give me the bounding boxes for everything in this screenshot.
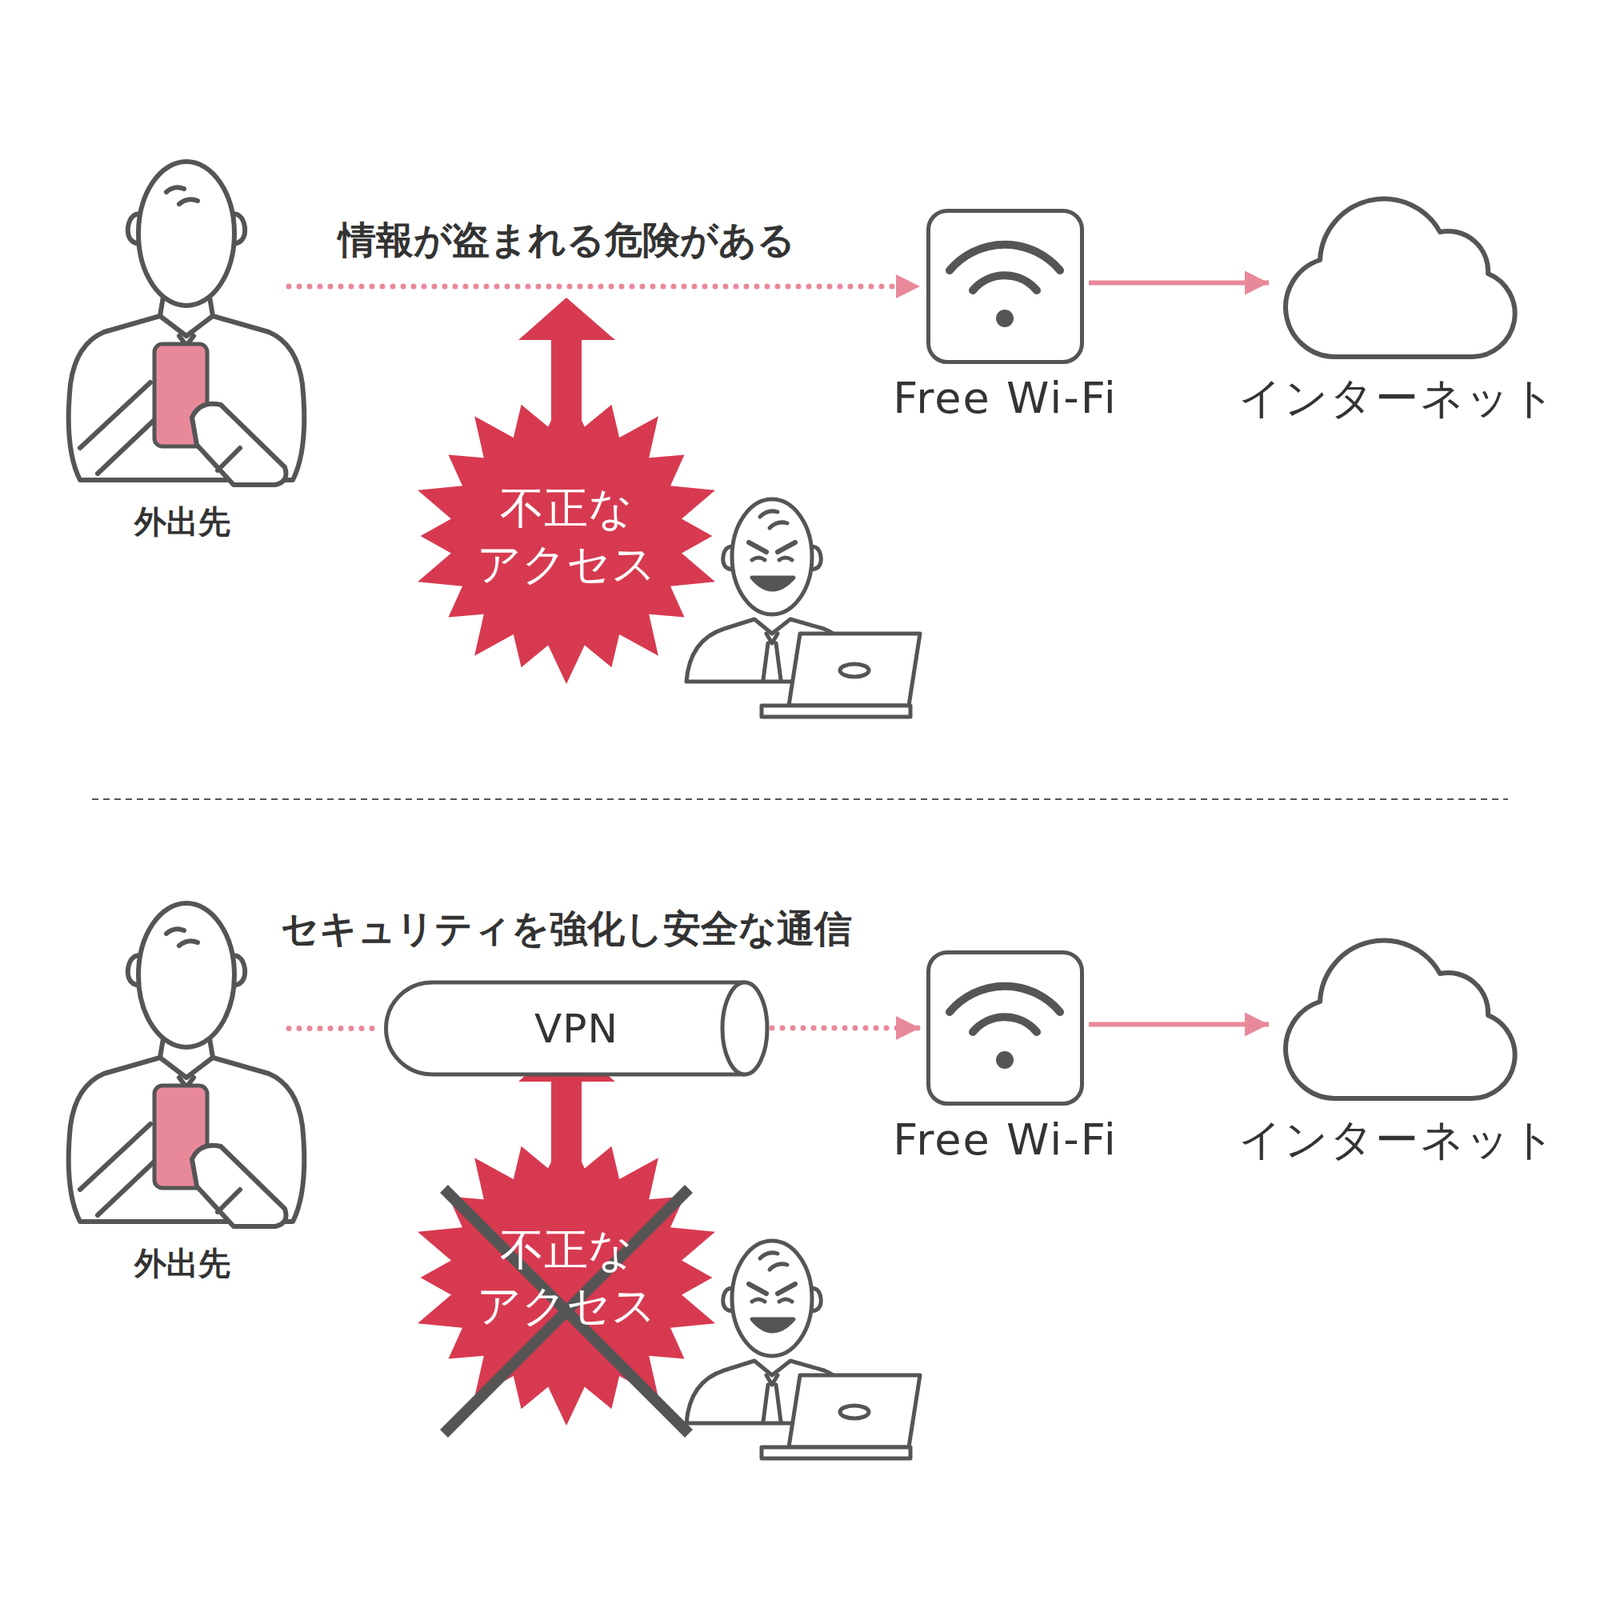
connector — [1088, 280, 1269, 286]
wifi-box: Free Wi-Fi — [926, 950, 1084, 1106]
edge-label: 情報が盗まれる危険がある — [333, 215, 800, 266]
node-text: 不正な アクセス — [454, 1221, 679, 1334]
connector — [288, 1025, 380, 1032]
cloud-shape — [1285, 940, 1516, 1099]
connector — [1088, 1022, 1269, 1028]
cloud-node: インターネット — [1275, 208, 1520, 357]
node-text: 外出先 — [134, 500, 231, 544]
section-heading: セキュリティを強化し安全な通信 — [276, 904, 857, 955]
connector — [288, 284, 920, 290]
lower-section — [68, 903, 1516, 1459]
person-figure — [68, 903, 305, 1227]
node-text: 不正な アクセス — [454, 480, 679, 592]
cross-mark — [444, 1188, 689, 1434]
node-text: インターネット — [1238, 369, 1557, 428]
cloud-shape — [1285, 199, 1516, 357]
person-figure — [68, 161, 305, 485]
node-text: Free Wi-Fi — [892, 372, 1118, 424]
node-text: Free Wi-Fi — [892, 1114, 1118, 1165]
threat-group — [417, 297, 920, 717]
cloud-node: インターネット — [1275, 950, 1520, 1099]
connector — [772, 1025, 920, 1032]
node-text: VPN — [534, 1005, 619, 1052]
starburst-node: 不正な アクセス — [446, 1189, 687, 1366]
node-text: インターネット — [1238, 1111, 1557, 1170]
vpn-tube — [385, 982, 745, 1075]
starburst-node: 不正な アクセス — [446, 448, 687, 624]
threat-group — [417, 1039, 920, 1459]
person-node: 外出先 — [80, 160, 284, 544]
vpn-tube-end — [722, 982, 768, 1075]
person-node: 外出先 — [80, 901, 284, 1286]
separator — [92, 798, 1508, 800]
vpn-tube-node: VPN — [385, 982, 768, 1075]
wifi-box: Free Wi-Fi — [926, 208, 1084, 364]
wifi-icon — [949, 244, 1060, 328]
wifi-icon — [949, 986, 1060, 1069]
node-text: 外出先 — [134, 1241, 231, 1286]
